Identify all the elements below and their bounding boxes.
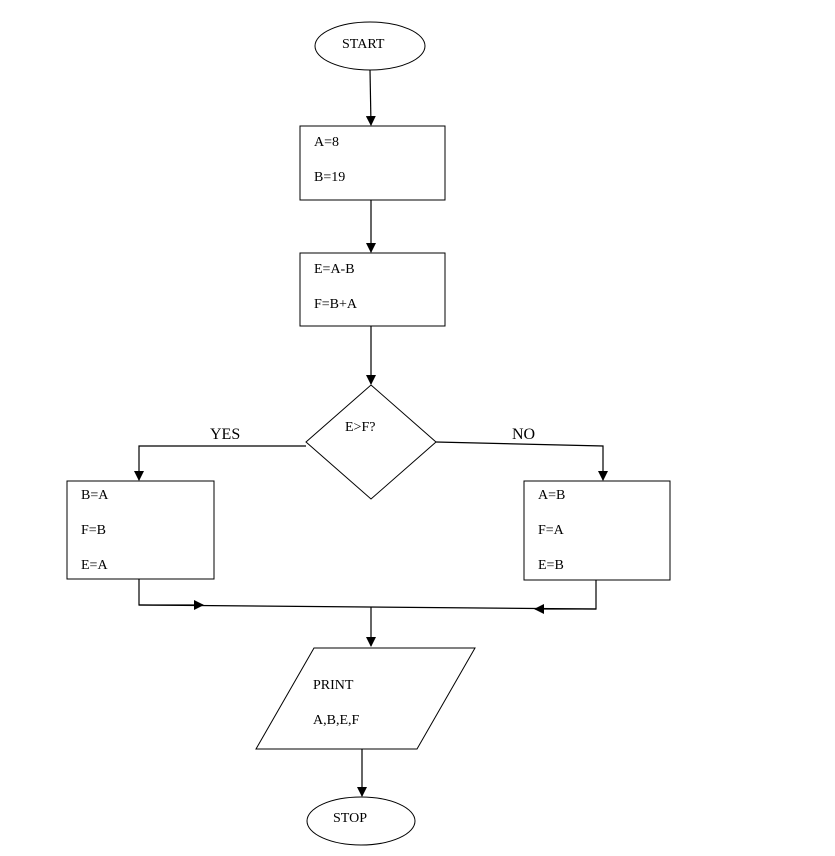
init-line-2: B=19 — [314, 170, 345, 185]
no-label: NO — [512, 426, 535, 443]
compute-line-1: E=A-B — [314, 262, 355, 277]
yes-process-box: B=A F=B E=A — [66, 480, 215, 580]
connector-yes-branch — [134, 445, 306, 481]
compute-line-2: F=B+A — [314, 297, 358, 312]
yes-line-3: E=A — [81, 558, 108, 573]
yes-line-2: F=B — [81, 523, 106, 538]
no-line-2: F=A — [538, 523, 565, 538]
decision-label: E>F? — [345, 420, 375, 435]
no-process-box: A=B F=A E=B — [523, 480, 671, 581]
connector-no-branch — [435, 441, 608, 481]
stop-label: STOP — [333, 811, 367, 826]
compute-process-box: E=A-B F=B+A — [299, 252, 446, 327]
connector-no-merge — [534, 580, 597, 614]
decision-diamond: E>F? — [305, 384, 437, 500]
start-terminal: START — [314, 21, 426, 71]
no-line-1: A=B — [538, 488, 565, 503]
init-line-1: A=8 — [314, 135, 339, 150]
output-line-1: PRINT — [313, 678, 354, 693]
output-parallelogram: PRINT A,B,E,F — [255, 647, 476, 750]
connector-yes-merge — [138, 579, 204, 610]
start-label: START — [342, 37, 385, 52]
init-process-box: A=8 B=19 — [299, 125, 446, 201]
no-line-3: E=B — [538, 558, 564, 573]
yes-line-1: B=A — [81, 488, 109, 503]
yes-label: YES — [210, 426, 240, 443]
output-line-2: A,B,E,F — [313, 713, 360, 728]
connector-start-to-init — [365, 69, 376, 126]
stop-terminal: STOP — [306, 796, 416, 846]
merge-line — [138, 604, 597, 610]
